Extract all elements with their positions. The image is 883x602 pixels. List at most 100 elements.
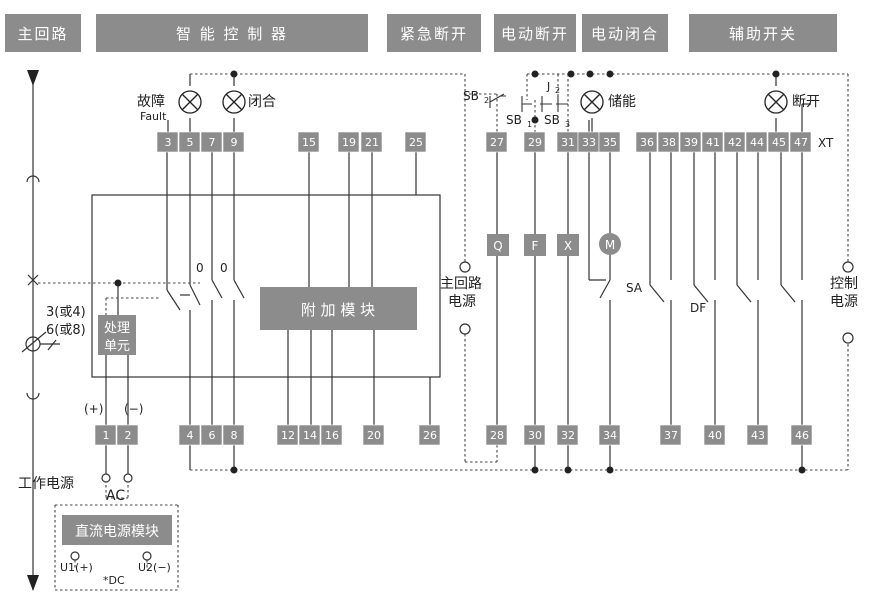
bottom-terminal-label: 37 [664,429,678,442]
bottom-terminal-label: 14 [303,429,317,442]
main-power-terminal-top [459,261,471,273]
j2-sub: 2 [555,86,560,95]
bottom-terminal: 26 [418,424,441,446]
sa-label: SA [626,281,643,295]
addon-module-label: 附 加 模 块 [301,301,375,319]
processing-unit-line1: 处理 [104,321,130,336]
bottom-terminal: 1 [94,424,117,446]
u2-label: U2(−) [138,561,171,574]
junction-dot [531,70,539,78]
top-terminal-label: 44 [750,136,764,149]
arrow-down-icon [27,70,39,86]
top-terminal: 39 [679,131,702,153]
top-terminal: 44 [745,131,768,153]
junction-dot [531,116,539,124]
fault-en-label: Fault [140,110,167,123]
top-terminal: 36 [635,131,658,153]
dc-u1-terminal [70,551,80,561]
bottom-terminal: 37 [659,424,682,446]
dc-label: *DC [103,574,125,587]
top-terminal-label: 15 [302,136,316,149]
top-terminal-label: 21 [365,136,379,149]
control-power-label-2: 电源 [830,294,858,310]
top-terminal-label: 36 [640,136,654,149]
bottom-terminal-label: 20 [367,429,381,442]
arrow-down-icon [27,575,39,591]
top-terminal: 45 [767,131,790,153]
bottom-terminal-label: 4 [187,429,194,442]
top-terminal-label: 19 [342,136,356,149]
coil-f-label: F [532,239,539,253]
junction-dot [606,466,614,474]
header-smart-controller: 智 能 控 制 器 [96,14,368,52]
header-main-circuit: 主回路 [5,14,81,52]
bottom-terminal-label: 16 [325,429,339,442]
coil-x-label: X [564,239,572,253]
header-aux-switch: 辅助开关 [689,14,837,52]
top-terminal: 5 [178,131,201,153]
dc-power-module: 直流电源模块 [62,515,172,545]
motor-icon: M [599,233,621,255]
open-lamp-icon [764,90,788,114]
dc-u2-terminal [142,551,152,561]
bottom-terminal-label: 32 [561,429,575,442]
bottom-terminal-label: 40 [708,429,722,442]
top-terminal: 15 [297,131,320,153]
ct-label-2: 6(或8) [46,323,86,338]
top-terminal-label: 31 [561,136,575,149]
ct-label-1: 3(或4) [46,305,86,320]
junction-dot [772,70,780,78]
close-label: 闭合 [248,94,276,110]
bottom-terminal: 28 [485,424,508,446]
ac-label: AC [106,488,125,504]
work-power-terminal-2 [123,473,133,483]
top-terminal-label: 41 [706,136,720,149]
bottom-terminal: 32 [556,424,579,446]
junction-dot [586,70,594,78]
dc-module-label: 直流电源模块 [75,523,159,540]
bottom-terminal: 12 [276,424,299,446]
bottom-terminal-label: 28 [490,429,504,442]
coil-f: F [524,234,546,256]
u1-label: U1(+) [60,561,93,574]
work-power-terminal-1 [101,473,111,483]
junction-dot [114,279,122,287]
main-power-terminal-bottom [459,323,471,335]
j2-label: J [546,80,550,93]
top-terminal: 47 [789,131,812,153]
top-terminal-label: 39 [684,136,698,149]
zero-label-b: 0 [220,261,228,275]
top-terminal: 29 [523,131,546,153]
bottom-terminal: 40 [703,424,726,446]
top-terminal: 33 [577,131,600,153]
bottom-terminal-label: 46 [795,429,809,442]
main-power-label-1: 主回路 [440,276,482,292]
addon-module: 附 加 模 块 [260,287,417,330]
junction-dot [230,70,238,78]
bottom-terminal-label: 34 [603,429,617,442]
junction-dot [230,466,238,474]
bottom-terminal: 46 [790,424,813,446]
fault-lamp-icon [178,90,202,114]
bottom-terminal-label: 6 [209,429,216,442]
coil-x: X [557,234,579,256]
bottom-terminal: 20 [362,424,385,446]
top-terminal: 19 [337,131,360,153]
fault-label: 故障 [137,94,165,110]
top-terminal-label: 47 [794,136,808,149]
bottom-terminal: 43 [746,424,769,446]
top-terminal: 38 [657,131,680,153]
bottom-terminal-label: 8 [231,429,238,442]
top-terminal-label: 29 [528,136,542,149]
coil-q-label: Q [493,239,502,253]
charge-lamp-icon [580,90,604,114]
header-motor-close: 电动闭合 [582,14,668,52]
top-terminal: 31 [556,131,579,153]
bottom-terminal: 30 [523,424,546,446]
top-terminal-label: 27 [490,136,504,149]
bottom-terminal-label: 2 [125,429,132,442]
control-power-label-1: 控制 [830,276,858,292]
bottom-terminal-label: 43 [751,429,765,442]
sb3-sub: 3 [565,120,570,129]
